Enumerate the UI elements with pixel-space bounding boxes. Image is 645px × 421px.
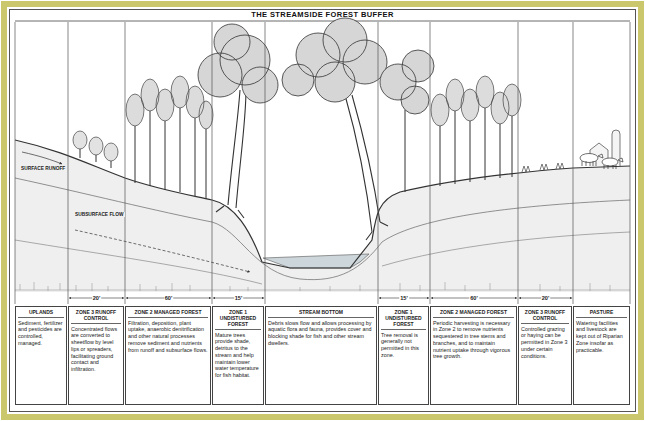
dimension-label: 15' [234,295,244,301]
small-trees [73,131,118,161]
zone-description: Periodic harvesting is necessary in Zone… [433,320,514,361]
inner-frame [10,10,636,412]
zone-box: UPLANDS Sediment, fertilizer and pesticid… [15,306,67,405]
zone-description: Watering facilities and livestock are ke… [576,320,627,354]
managed-forest-trees [431,76,521,126]
zone-box: STREAM BOTTOM Debris slows flow and allow… [265,306,377,405]
soil-stratum [15,178,630,280]
subsurface-arrow [75,230,250,272]
title-rule [15,21,630,22]
zone-heading: UPLANDS [18,309,64,318]
large-tree-trunks [216,90,388,240]
zone-dividers [15,22,630,304]
zone-heading: ZONE 3 RUNOFF CONTROL [71,309,121,324]
zone-box: ZONE 3 RUNOFF CONTROL Concentrated flows … [68,306,124,405]
bedrock-hatching [15,282,630,291]
large-tree-canopy [282,18,387,102]
dimension-label: 15' [399,295,409,301]
grass [522,163,564,172]
zone-box: ZONE 2 MANAGED FOREST Periodic harvesting… [430,306,517,405]
runoff-arrow [22,152,62,164]
dimension-label: 60' [469,295,479,301]
zone-heading: STREAM BOTTOM [268,309,374,318]
zone-description: Filtration, deposition, plant uptake, an… [128,320,208,354]
zone-description: Debris slows flow and allows processing … [268,320,374,347]
zone-heading: ZONE 1 UNDISTURBED FOREST [381,309,426,330]
zone-heading: ZONE 1 UNDISTURBED FOREST [215,309,261,330]
tree-trunks [80,108,512,199]
soil-stratum [15,232,630,284]
zone-box: ZONE 1 UNDISTURBED FORESTMature trees pr… [212,306,264,405]
zone-box: ZONE 3 RUNOFF CONTROL Controlled grazing … [518,306,572,405]
zone-description: Sediment, fertilizer and pesticides are … [18,320,64,347]
zone-heading: ZONE 2 MANAGED FOREST [128,309,208,318]
zone-box: ZONE 2 MANAGED FOREST Filtration, deposit… [125,306,211,405]
zone-description: Controlled grazing or haying can be perm… [521,326,569,360]
dimension-label: 20' [92,295,102,301]
large-tree-canopy [198,24,278,103]
zone-heading: PASTURE [576,309,627,318]
zone-description: Mature trees provide shade, detritus to … [215,332,261,379]
flow-label: SUBSURFACE FLOW [74,212,125,217]
ground-fill [15,140,630,292]
zone-box: ZONE 1 UNDISTURBED FORESTTree removal is… [378,306,429,405]
tree-canopy [380,50,434,114]
dimension-label: 60' [164,295,174,301]
zone-box: PASTURE Watering facilities and livestock… [573,306,630,405]
dimension-label: 20' [541,295,551,301]
zone-description: Concentrated flows are converted to shee… [71,326,121,373]
zone-heading: ZONE 2 MANAGED FOREST [433,309,514,318]
zone-heading: ZONE 3 RUNOFF CONTROL [521,309,569,324]
outer-frame [4,4,641,417]
flow-label: SURFACE RUNOFF [20,166,66,171]
zone-description: Tree removal is generally not permitted … [381,332,426,359]
diagram-title: THE STREAMSIDE FOREST BUFFER [15,10,630,19]
cows [580,154,623,170]
